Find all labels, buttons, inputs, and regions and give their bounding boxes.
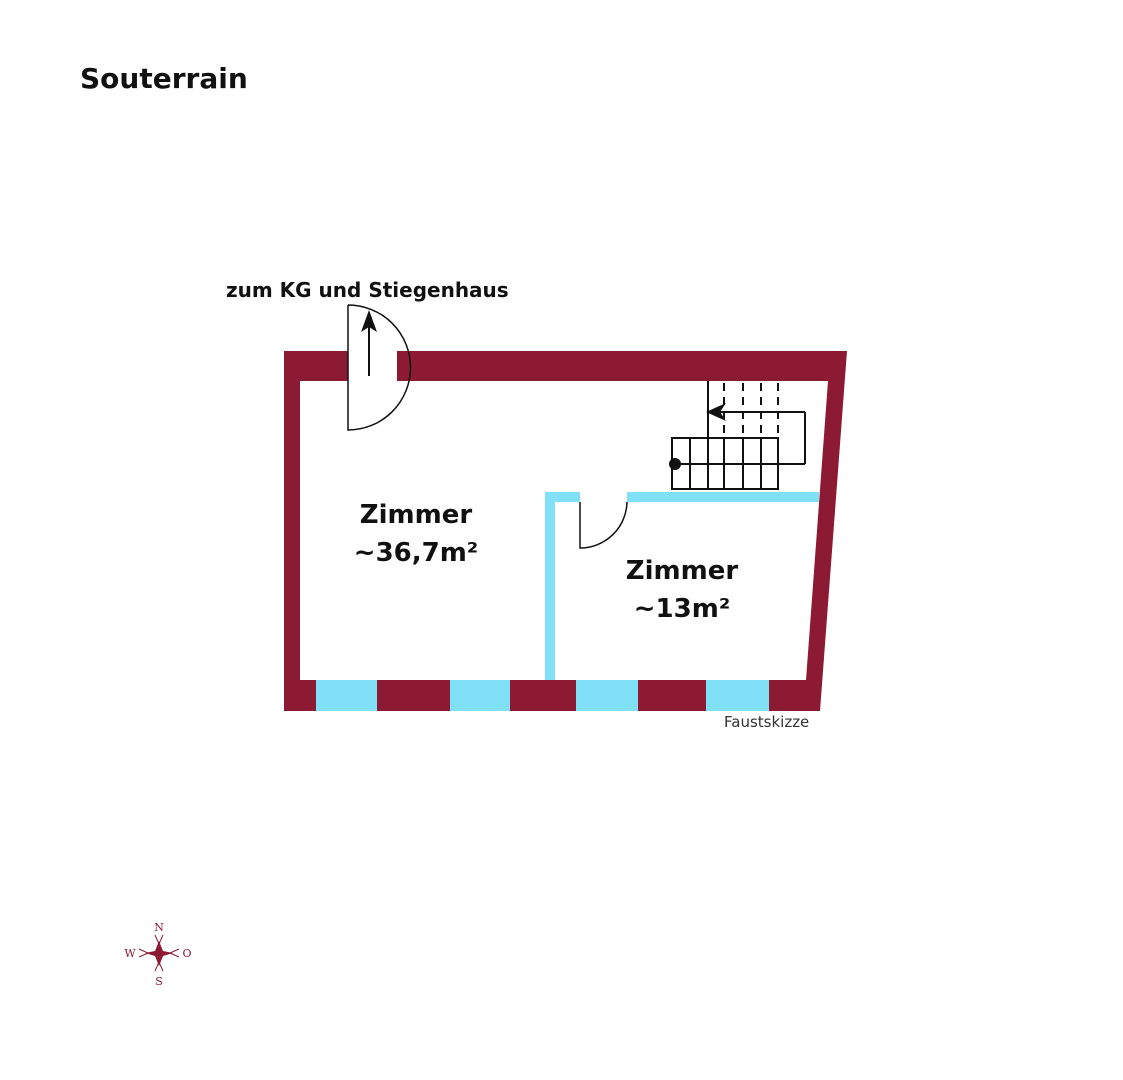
room-name: Zimmer — [359, 500, 473, 530]
access-label: zum KG und Stiegenhaus — [226, 278, 509, 302]
window — [706, 680, 769, 711]
compass-east: O — [182, 947, 191, 960]
arrow-up-icon — [361, 310, 377, 332]
staircase — [669, 381, 806, 490]
room-area: ~13m² — [633, 594, 731, 624]
arrow-left-icon — [706, 403, 726, 421]
interior-walls — [545, 492, 819, 680]
compass-west: W — [124, 947, 136, 960]
window — [450, 680, 510, 711]
compass-south: S — [155, 975, 163, 988]
compass-north: N — [154, 921, 164, 934]
floor-title: Souterrain — [80, 62, 248, 95]
windows — [316, 680, 769, 711]
entrance-door — [347, 304, 412, 431]
room-area: ~36,7m² — [353, 538, 479, 568]
interior-door — [579, 501, 628, 549]
sketch-note: Faustskizze — [724, 713, 810, 731]
window — [576, 680, 638, 711]
window — [316, 680, 377, 711]
room-name: Zimmer — [625, 556, 739, 586]
compass-icon: N S W O — [124, 921, 191, 988]
room-label-small: Zimmer ~13m² — [602, 552, 762, 628]
room-label-large: Zimmer ~36,7m² — [336, 496, 496, 572]
